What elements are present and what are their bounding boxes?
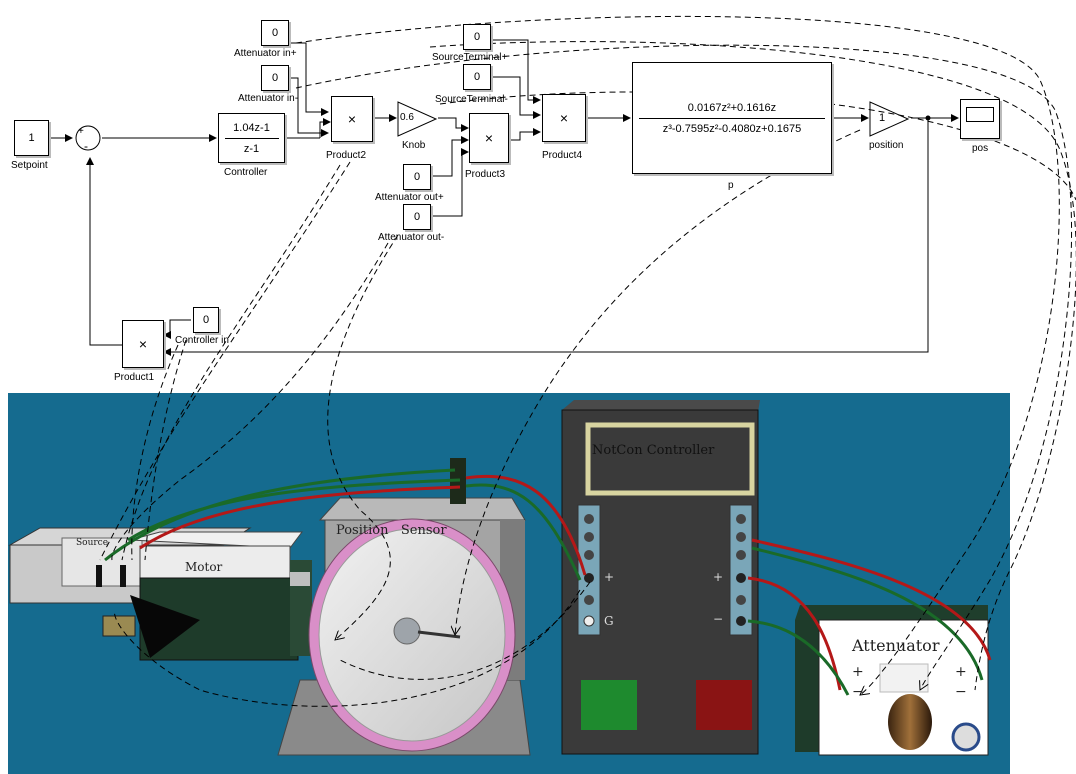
source-terminal-plus-constant: 0 bbox=[463, 24, 491, 50]
setpoint-value: 1 bbox=[28, 132, 34, 144]
knob-gain-value: 0.6 bbox=[400, 112, 414, 123]
product4-label: Product4 bbox=[542, 150, 582, 161]
attenuator-box bbox=[795, 605, 988, 755]
attenuator-out-plus-label: Attenuator out+ bbox=[375, 192, 444, 203]
source-terminal-minus-label: SourceTerminal- bbox=[435, 94, 508, 105]
scope-block bbox=[960, 99, 1000, 139]
sum-plus-sign: + bbox=[78, 126, 84, 137]
scope-screen-icon bbox=[966, 107, 994, 122]
product1-symbol: × bbox=[139, 336, 147, 352]
attenuator-out-plus-value: 0 bbox=[414, 171, 420, 183]
branch-point bbox=[926, 116, 931, 121]
motor-label: Motor bbox=[185, 560, 222, 574]
source-label: Source bbox=[76, 538, 108, 548]
product2-symbol: × bbox=[348, 111, 356, 127]
position-label: position bbox=[869, 140, 903, 151]
scope-label: pos bbox=[972, 143, 988, 154]
attenuator-left-plus: + bbox=[852, 664, 864, 680]
plant-denominator: z³-0.7595z²-0.4080z+0.1675 bbox=[663, 123, 802, 135]
attenuator-out-minus-label: Attenuator out- bbox=[378, 232, 444, 243]
controller-box-label: NotCon Controller bbox=[592, 443, 714, 458]
attenuator-in-plus-value: 0 bbox=[272, 27, 278, 39]
setpoint-label: Setpoint bbox=[11, 160, 48, 171]
source-terminal-minus-constant: 0 bbox=[463, 64, 491, 90]
controller-right-minus: − bbox=[713, 612, 723, 626]
sum-minus-sign: - bbox=[84, 139, 88, 153]
plant-block: 0.0167z²+0.1616z z³-0.7595z²-0.4080z+0.1… bbox=[632, 62, 832, 174]
product1-label: Product1 bbox=[114, 372, 154, 383]
controller-in-value: 0 bbox=[203, 314, 209, 326]
controller-block: 1.04z-1 z-1 bbox=[218, 113, 285, 163]
plant-label: p bbox=[728, 180, 734, 191]
product2-label: Product2 bbox=[326, 150, 366, 161]
source-terminal-plus-value: 0 bbox=[474, 31, 480, 43]
controller-in-label: Controller in bbox=[175, 335, 229, 346]
attenuator-out-minus-value: 0 bbox=[414, 211, 420, 223]
green-button bbox=[581, 680, 637, 730]
attenuator-in-minus-value: 0 bbox=[272, 72, 278, 84]
attenuator-out-minus-constant: 0 bbox=[403, 204, 431, 230]
attenuator-left-minus: − bbox=[852, 684, 864, 700]
controller-in-constant: 0 bbox=[193, 307, 219, 333]
product3-label: Product3 bbox=[465, 169, 505, 180]
controller-right-plus: + bbox=[713, 570, 723, 584]
position-sensor-label: Position Sensor bbox=[336, 523, 447, 538]
product2-block: × bbox=[331, 96, 373, 142]
attenuator-in-minus-constant: 0 bbox=[261, 65, 289, 91]
product3-block: × bbox=[469, 113, 509, 163]
controller-label: Controller bbox=[224, 167, 267, 178]
controller-denominator: z-1 bbox=[244, 143, 259, 155]
knob-label: Knob bbox=[402, 140, 425, 151]
attenuator-label: Attenuator bbox=[852, 636, 939, 655]
position-gain-block bbox=[870, 102, 908, 136]
attenuator-right-plus: + bbox=[955, 664, 967, 680]
attenuator-in-plus-label: Attenuator in+ bbox=[234, 48, 297, 59]
source-terminal-minus-value: 0 bbox=[474, 71, 480, 83]
controller-numerator: 1.04z-1 bbox=[233, 122, 270, 134]
controller-left-g: G bbox=[604, 614, 614, 628]
controller-left-plus: + bbox=[604, 570, 614, 584]
setpoint-constant: 1 bbox=[14, 120, 49, 156]
position-gain-value: 1 bbox=[879, 112, 885, 124]
product4-block: × bbox=[542, 94, 586, 142]
source-terminal-plus-label: SourceTerminal+ bbox=[432, 52, 507, 63]
product1-block: × bbox=[122, 320, 164, 368]
attenuator-right-minus: − bbox=[955, 684, 967, 700]
attenuator-in-minus-label: Attenuator in- bbox=[238, 93, 298, 104]
attenuator-out-plus-constant: 0 bbox=[403, 164, 431, 190]
product3-symbol: × bbox=[485, 130, 493, 146]
red-button bbox=[696, 680, 752, 730]
attenuator-in-plus-constant: 0 bbox=[261, 20, 289, 46]
product4-symbol: × bbox=[560, 110, 568, 126]
plant-numerator: 0.0167z²+0.1616z bbox=[688, 102, 776, 114]
